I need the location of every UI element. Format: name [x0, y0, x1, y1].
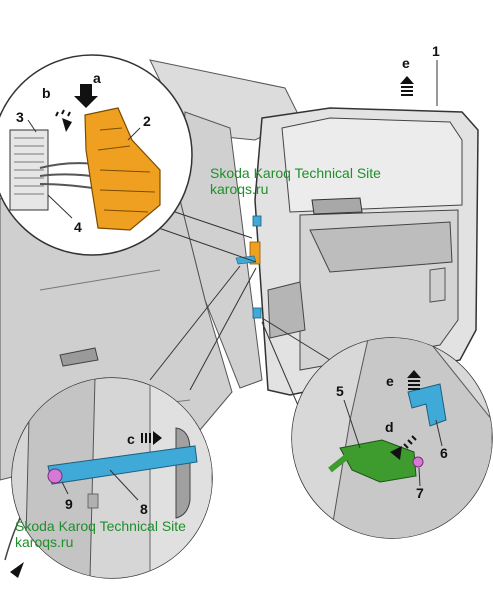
watermark-bottom-line2: karoqs.ru: [15, 534, 74, 550]
callout-9: 9: [65, 496, 73, 512]
arrow-d-icon: [390, 435, 417, 460]
upper-hinge-marker: [252, 215, 262, 227]
arrow-b-icon: [55, 109, 72, 132]
callout-8: 8: [140, 501, 148, 517]
callout-e-main: e: [402, 55, 410, 71]
lower-hinge-marker: [252, 307, 262, 319]
arrow-e-detail-up-icon: [407, 370, 421, 390]
callout-d: d: [385, 419, 394, 435]
strap-bolt: [47, 468, 63, 484]
callout-c: c: [127, 431, 135, 447]
hinge-pillar: [329, 338, 492, 538]
detail-circle-bottom-right: 5 6 7 e d: [291, 337, 493, 539]
callout-2: 2: [143, 113, 151, 129]
callout-a: a: [93, 70, 101, 86]
door-window-frame: [281, 117, 463, 213]
watermark-top-line2: karoqs.ru: [210, 181, 269, 197]
speaker-grille: [267, 281, 306, 339]
strap-location-markers: [235, 215, 262, 319]
rubber-boot: [84, 107, 161, 231]
callout-3: 3: [16, 109, 24, 125]
watermark-bottom-line1: Skoda Karoq Technical Site: [15, 518, 186, 534]
front-door: [254, 107, 479, 396]
watermark-top-line1: Skoda Karoq Technical Site: [210, 165, 381, 181]
callout-4: 4: [74, 219, 82, 235]
watermark-top: Skoda Karoq Technical Site karoqs.ru: [210, 165, 381, 197]
strap-slot: [175, 427, 191, 519]
detail-circle-bottom-left: c 8 9: [11, 377, 213, 579]
callout-7: 7: [416, 485, 424, 501]
door-inner-handle: [311, 197, 363, 215]
corner-pointer-icon: [10, 562, 24, 578]
callout-b: b: [42, 85, 51, 101]
watermark-bottom: Skoda Karoq Technical Site karoqs.ru: [15, 518, 186, 550]
door-armrest: [309, 221, 453, 273]
check-strap-marker: [249, 241, 261, 265]
callout-e-detail: e: [386, 373, 394, 389]
callout-1: 1: [432, 43, 440, 59]
arrow-e-up-icon: [400, 76, 414, 96]
callout-5: 5: [336, 383, 344, 399]
callout-6: 6: [440, 445, 448, 461]
rear-door-handle: [59, 347, 99, 367]
arrow-a-down-icon: [74, 84, 98, 108]
detail-leader-lines: [149, 211, 331, 411]
bolt-7: [412, 456, 424, 468]
bracket-6: [407, 383, 447, 427]
arrow-c-right-icon: [141, 431, 162, 445]
detail-circle-top-left: 2 3 4 a b: [0, 54, 193, 256]
